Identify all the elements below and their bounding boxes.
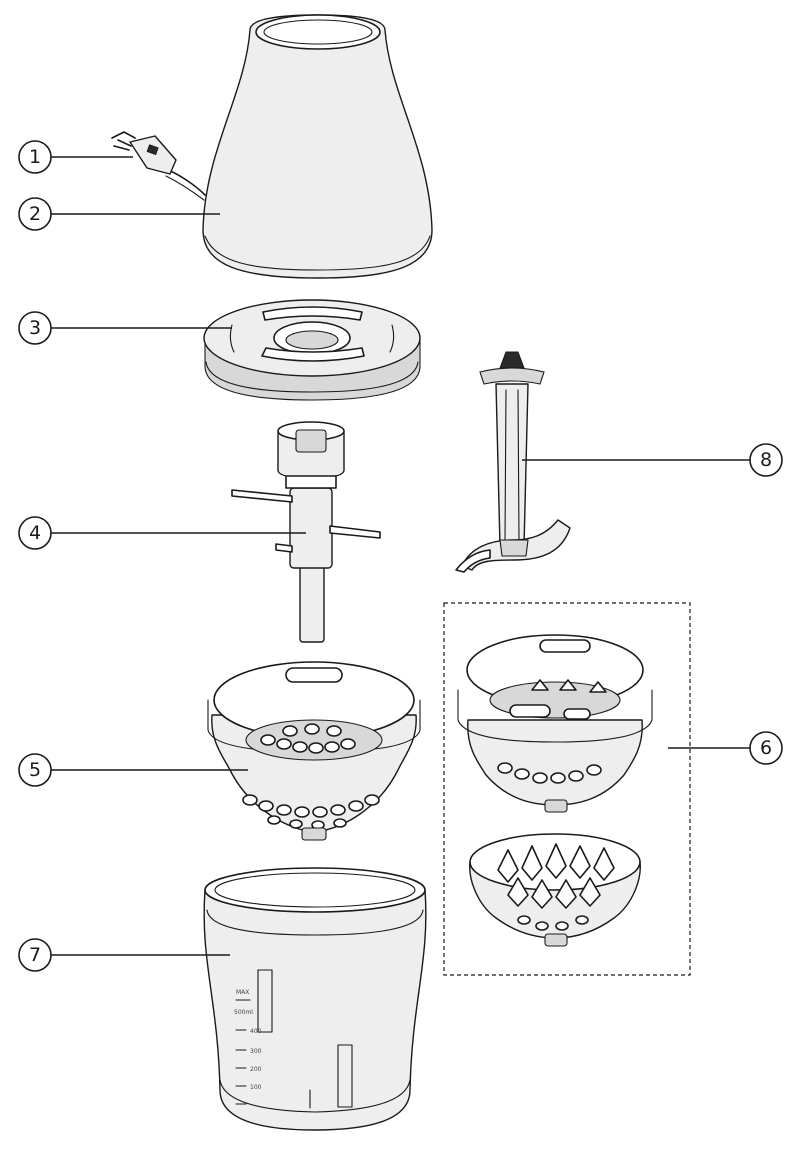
blade-unit — [231, 421, 381, 643]
alternate-bowl-upper — [457, 634, 653, 813]
beaker-scale-500: 500ml — [234, 1009, 253, 1016]
motor-unit — [202, 14, 433, 279]
callout-6: 6 — [749, 731, 783, 765]
callout-7: 7 — [18, 938, 52, 972]
callout-4: 4 — [18, 516, 52, 550]
blade-unit-alt — [455, 351, 571, 573]
alternate-bowl-lower-perforations — [497, 843, 615, 931]
beaker-scale-max: MAX — [236, 989, 249, 996]
callout-4-label: 4 — [29, 522, 41, 544]
leader-lines — [51, 156, 750, 956]
callout-1: 1 — [18, 140, 52, 174]
callout-3-label: 3 — [29, 317, 41, 339]
callout-2-label: 2 — [29, 203, 41, 225]
lid — [203, 299, 421, 401]
callout-8: 8 — [749, 443, 783, 477]
power-plug — [111, 131, 206, 201]
callout-7-label: 7 — [29, 944, 41, 966]
alternate-bowl-group — [443, 602, 691, 976]
beaker-scale-400: 400 — [250, 1028, 262, 1035]
callout-8-label: 8 — [760, 449, 772, 471]
beaker-scale-100: 100 — [250, 1084, 262, 1091]
bowl-insert-perforations — [242, 723, 380, 830]
callout-2: 2 — [18, 197, 52, 231]
beaker-scale-300: 300 — [250, 1048, 262, 1055]
callout-5-label: 5 — [29, 759, 41, 781]
callout-5: 5 — [18, 753, 52, 787]
alternate-bowl-lower — [469, 833, 641, 947]
callout-3: 3 — [18, 311, 52, 345]
beaker-scale: MAX 500ml 400 300 200 100 — [234, 989, 262, 1105]
beaker: MAX 500ml 400 300 200 100 — [203, 867, 427, 1131]
callout-6-label: 6 — [760, 737, 772, 759]
callout-1-label: 1 — [29, 146, 41, 168]
bowl-insert — [207, 661, 421, 841]
beaker-scale-200: 200 — [250, 1066, 262, 1073]
